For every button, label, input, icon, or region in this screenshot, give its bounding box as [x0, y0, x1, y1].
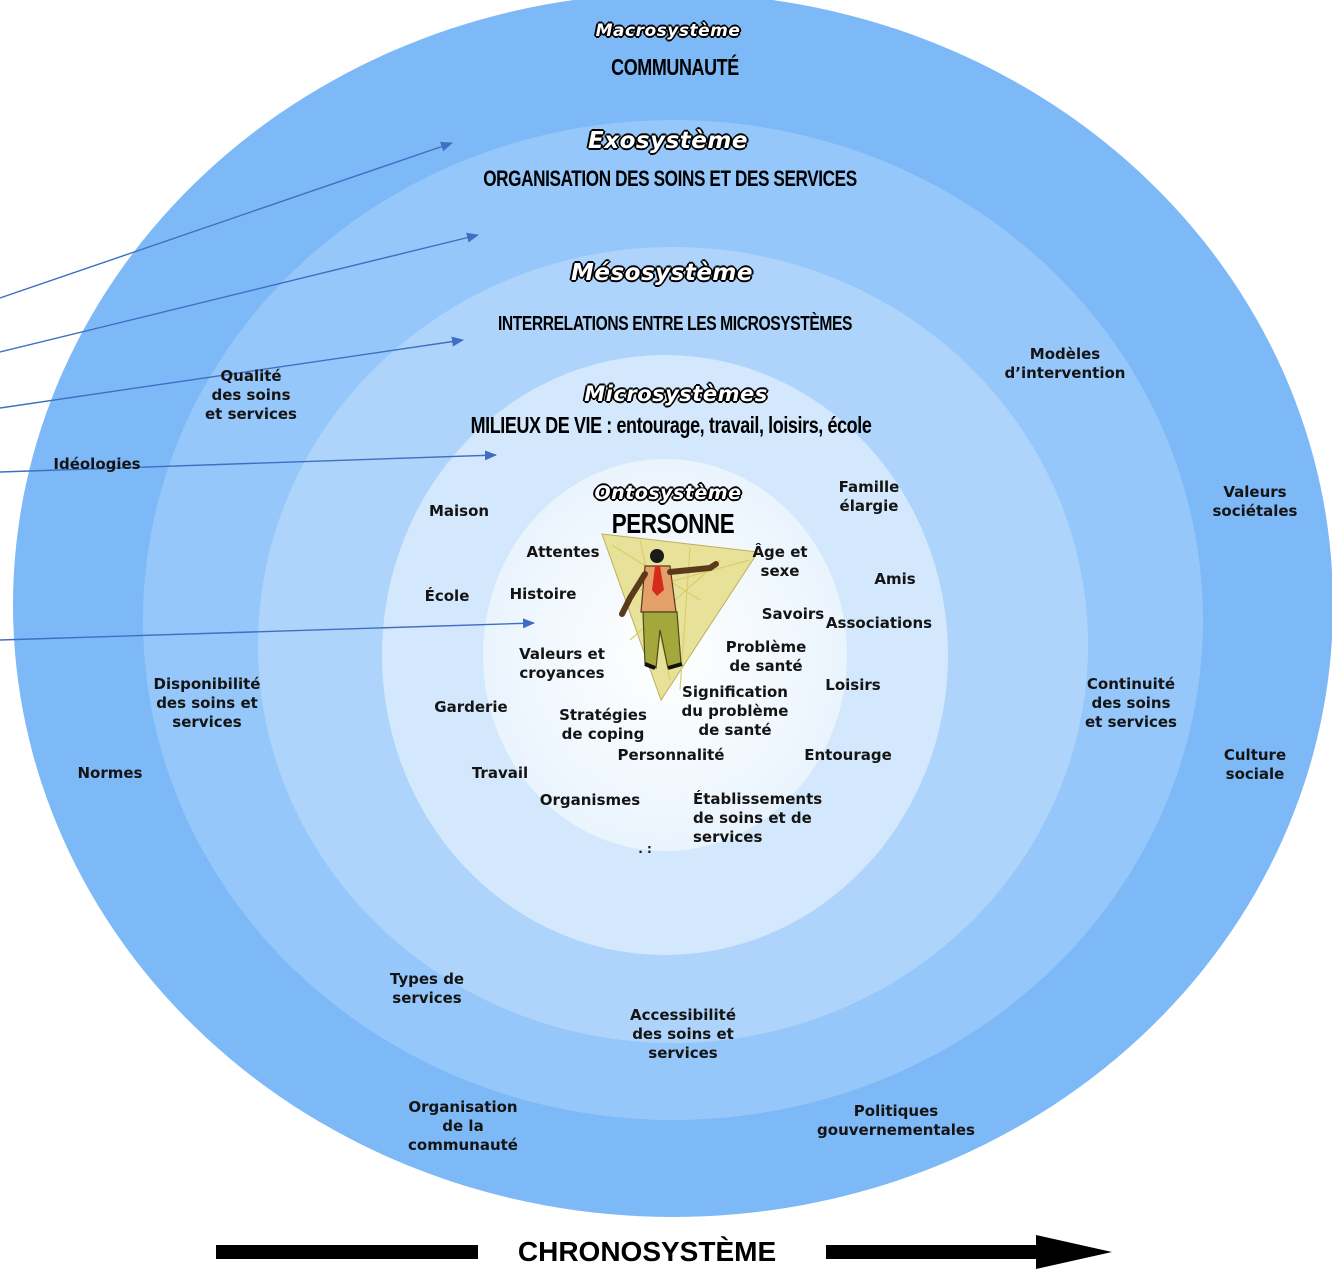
label-ideologies: Idéologies — [53, 455, 141, 473]
label-maison: Maison — [428, 502, 490, 520]
exosystem-subtitle: ORGANISATION DES SOINS ET DES SERVICES — [483, 166, 857, 191]
arrow-onto — [0, 618, 535, 641]
chronosystem-label: CHRONOSYSTÈME — [517, 1236, 777, 1267]
chronosystem-arrow — [216, 1235, 1112, 1269]
label-culture: Culture sociale — [1223, 746, 1287, 783]
label-modeles: Modèles d’intervention — [1004, 345, 1126, 382]
macrosystem-title: Macrosystème — [595, 21, 741, 41]
label-famille: Famille élargie — [838, 478, 900, 515]
label-normes: Normes — [77, 764, 143, 782]
mesosystem-title: Mésosystème — [570, 260, 754, 286]
label-dots: . : — [638, 842, 652, 856]
chrono-arrowhead-icon — [1036, 1235, 1112, 1269]
person-figure-icon — [601, 533, 759, 702]
arrow-exo — [0, 232, 479, 353]
microsystem-subtitle: MILIEUX DE VIE : entourage, travail, loi… — [470, 412, 872, 438]
label-strategies: Stratégies de coping — [559, 706, 647, 743]
label-amis: Amis — [874, 570, 916, 588]
label-etablissements: Établissements de soins et de services — [693, 790, 823, 846]
label-qualite: Qualité des soins et services — [205, 367, 297, 423]
label-entourage: Entourage — [804, 746, 892, 764]
label-valeurs-societales: Valeurs sociétales — [1212, 483, 1298, 520]
label-loisirs: Loisirs — [825, 676, 881, 694]
label-travail: Travail — [471, 764, 529, 782]
label-histoire: Histoire — [509, 585, 577, 603]
label-signification: Signification du problème de santé — [681, 683, 789, 739]
macrosystem-subtitle: COMMUNAUTÉ — [611, 54, 739, 80]
label-personnalite: Personnalité — [617, 746, 725, 764]
label-age-sexe: Âge et sexe — [752, 543, 808, 580]
pointer-arrows — [0, 141, 535, 641]
chrono-bar-left — [216, 1245, 478, 1259]
arrow-macro — [0, 141, 453, 299]
label-types: Types de services — [389, 970, 465, 1007]
chrono-bar-right — [826, 1245, 1044, 1259]
ontosystem-subtitle: PERSONNE — [611, 508, 735, 539]
exosystem-title: Exosystème — [588, 128, 748, 154]
label-politiques: Politiques gouvernementales — [817, 1102, 975, 1139]
mesosystem-subtitle: INTERRELATIONS ENTRE LES MICROSYSTÈMES — [497, 313, 853, 335]
label-attentes: Attentes — [526, 543, 600, 561]
label-garderie: Garderie — [434, 698, 508, 716]
label-ecole: École — [424, 587, 470, 605]
microsystem-title: Microsystèmes — [584, 382, 768, 406]
label-probleme: Problème de santé — [725, 638, 807, 675]
ontosystem-title: Ontosystème — [594, 482, 742, 504]
label-savoirs: Savoirs — [761, 605, 825, 623]
label-disponibilite: Disponibilité des soins et services — [153, 675, 261, 731]
arrow-micro — [0, 450, 497, 473]
label-associations: Associations — [825, 614, 933, 632]
label-organisation: Organisation de la communauté — [408, 1098, 518, 1154]
label-valeurs-croyances: Valeurs et croyances — [519, 645, 605, 682]
arrow-meso — [0, 336, 464, 409]
label-accessibilite: Accessibilité des soins et services — [629, 1006, 737, 1062]
label-organismes: Organismes — [539, 791, 641, 809]
label-continuite: Continuité des soins et services — [1085, 675, 1177, 731]
